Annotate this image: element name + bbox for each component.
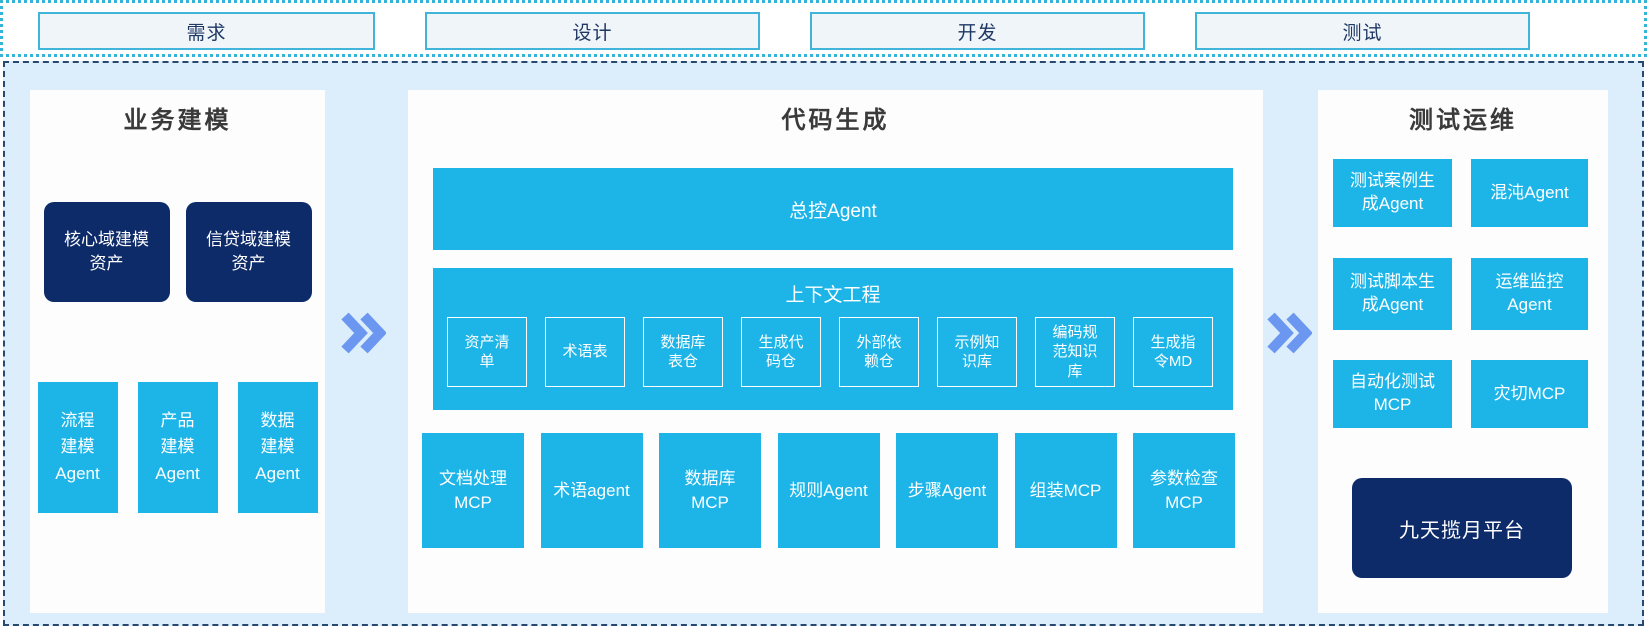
asset-list-box: 资产清 单 — [447, 317, 527, 387]
step-agent-box: 步骤Agent — [896, 433, 998, 548]
code-generation-title: 代码生成 — [781, 107, 890, 134]
product-modeling-agent-box: 产品 建模 Agent — [137, 382, 218, 513]
doc-processing-mcp-box: 文档处理 MCP — [422, 433, 524, 548]
chaos-agent-box: 混沌Agent — [1471, 159, 1588, 227]
generated-code-repo-box: 生成代 码仓 — [741, 317, 821, 387]
asset-row: 核心域建模 资产 信贷域建模 资产 — [30, 202, 325, 302]
assembly-mcp-box: 组装MCP — [1014, 433, 1117, 548]
test-script-gen-agent-box: 测试脚本生 成Agent — [1333, 258, 1452, 330]
master-agent-bar: 总控Agent — [433, 168, 1233, 250]
db-table-repo-box: 数据库 表仓 — [643, 317, 723, 387]
generation-instruction-md-box: 生成指 令MD — [1133, 317, 1213, 387]
phase-testing: 测试 — [1195, 12, 1530, 50]
panel-business-modeling: 业务建模 核心域建模 资产 信贷域建模 资产 流程 建模 Agent 产品 建模… — [30, 90, 325, 613]
double-chevron-right-icon — [341, 312, 386, 354]
business-modeling-title: 业务建模 — [123, 107, 232, 134]
test-case-gen-agent-box: 测试案例生 成Agent — [1333, 159, 1452, 227]
external-deps-repo-box: 外部依 赖仓 — [839, 317, 919, 387]
credit-domain-asset-box: 信贷域建模 资产 — [185, 202, 312, 302]
database-mcp-box: 数据库 MCP — [659, 433, 761, 548]
core-domain-asset-box: 核心域建模 资产 — [43, 202, 170, 302]
phase-requirements: 需求 — [38, 12, 375, 50]
glossary-agent-box: 术语agent — [540, 433, 643, 548]
test-ops-title: 测试运维 — [1409, 107, 1517, 134]
glossary-box: 术语表 — [545, 317, 625, 387]
phase-strip: 需求 设计 开发 测试 — [0, 0, 1647, 57]
disaster-switch-mcp-box: 灾切MCP — [1471, 360, 1588, 428]
param-check-mcp-box: 参数检查 MCP — [1133, 433, 1235, 548]
phase-development: 开发 — [810, 12, 1145, 50]
data-modeling-agent-box: 数据 建模 Agent — [237, 382, 318, 513]
tool-row: 文档处理 MCP 术语agent 数据库 MCP 规则Agent 步骤Agent… — [422, 433, 1235, 548]
double-chevron-right-icon — [1267, 312, 1312, 354]
context-engineering-title: 上下文工程 — [785, 285, 881, 306]
context-item-row: 资产清 单 术语表 数据库 表仓 生成代 码仓 外部依 赖仓 示例知 识库 编码… — [447, 317, 1213, 387]
panel-test-ops: 测试运维 测试案例生 成Agent 混沌Agent 测试脚本生 成Agent 运… — [1318, 90, 1608, 613]
auto-test-mcp-box: 自动化测试 MCP — [1333, 360, 1452, 428]
phase-design: 设计 — [425, 12, 760, 50]
process-modeling-agent-box: 流程 建模 Agent — [37, 382, 118, 513]
panel-code-generation: 代码生成 总控Agent 上下文工程 资产清 单 术语表 数据库 表仓 生成代 … — [408, 90, 1263, 613]
rule-agent-box: 规则Agent — [777, 433, 880, 548]
jiutian-platform-box: 九天揽月平台 — [1352, 478, 1572, 578]
ops-monitor-agent-box: 运维监控 Agent — [1471, 258, 1588, 330]
example-knowledge-base-box: 示例知 识库 — [937, 317, 1017, 387]
context-engineering-block: 上下文工程 资产清 单 术语表 数据库 表仓 生成代 码仓 外部依 赖仓 示例知… — [433, 268, 1233, 410]
modeling-agent-row: 流程 建模 Agent 产品 建模 Agent 数据 建模 Agent — [30, 382, 325, 513]
coding-standards-kb-box: 编码规 范知识 库 — [1035, 317, 1115, 387]
